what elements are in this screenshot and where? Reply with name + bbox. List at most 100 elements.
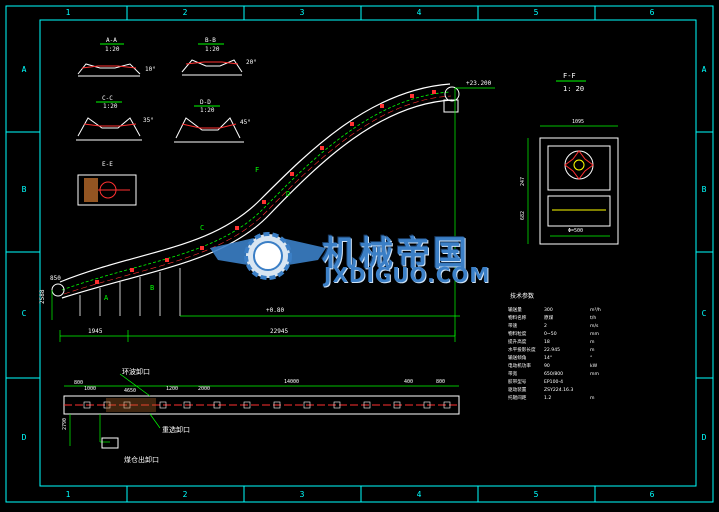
view-ff-scale: 1: 20 (563, 85, 584, 93)
dim-side-label: 2588 (39, 289, 46, 304)
param-unit-5: m (590, 348, 595, 353)
view-cc-scale: 1:20 (103, 103, 118, 110)
outer-frame (5, 5, 714, 503)
plan-view: 800 1000 4650 14000 1200 2000 400 800 27… (62, 367, 460, 464)
col-label-5: 5 (534, 8, 539, 17)
param-name-4: 提升高度 (508, 338, 527, 345)
label-outlet-mid: 重选卸口 (162, 425, 190, 434)
param-unit-6: ° (590, 355, 592, 361)
view-bb-scale: 1:20 (205, 46, 220, 53)
param-unit-1: t/h (590, 315, 596, 321)
param-unit-0: m³/h (590, 307, 601, 313)
section-mark-b: B (150, 284, 154, 292)
plan-dim-8: 800 (436, 379, 445, 385)
param-unit-3: mm (590, 332, 599, 337)
param-value-7: 90 (544, 363, 550, 369)
param-value-11: 1.2 (544, 395, 551, 401)
label-outlet-bottom: 煤仓出卸口 (124, 455, 159, 464)
param-value-9: EP100-4 (544, 379, 563, 385)
section-mark-f: F (255, 166, 259, 174)
conveyor-elevation: +23.200 +0.80 1945 22945 2588 850 A B C … (39, 80, 495, 342)
plan-dim-7: 400 (404, 379, 413, 385)
param-name-5: 水平投影长度 (508, 346, 536, 353)
dim-small-label: 850 (50, 275, 61, 282)
view-aa: A-A 1:20 10° (77, 37, 156, 77)
plan-dim-4: 14000 (284, 379, 299, 385)
col-label-4-bottom: 4 (417, 490, 422, 499)
plan-dim-6: 2000 (198, 386, 210, 392)
col-label-6-bottom: 6 (650, 490, 655, 499)
plan-dim-1: 800 (74, 380, 83, 386)
view-bb-title: B-B (205, 37, 216, 44)
row-label-c: C (22, 309, 27, 318)
ff-frame-inner (547, 145, 611, 191)
param-unit-11: m (590, 396, 595, 401)
param-name-1: 物料名称 (508, 314, 527, 321)
view-dd-angle: 45° (240, 119, 251, 126)
view-dd: D-D 1:20 45° (174, 99, 251, 143)
param-name-11: 托辊间距 (508, 394, 527, 401)
row-label-d-right: D (702, 433, 707, 442)
row-label-d: D (22, 433, 27, 442)
params-title: 技术参数 (510, 292, 534, 300)
col-label-1-bottom: 1 (66, 490, 71, 499)
param-name-10: 驱动装置 (508, 386, 527, 393)
view-ee-title: E-E (102, 161, 113, 168)
param-rows: 输送量 300 m³/h 物料名称 原煤 t/h 带速 2 m/s 物料粒度 0… (508, 306, 601, 401)
watermark-en: JXDIGUO.COM (324, 263, 491, 287)
view-cc-angle: 35° (143, 117, 154, 124)
view-ee: E-E (77, 161, 137, 206)
ff-dim-left2: 682 (520, 211, 526, 220)
param-unit-4: m (590, 340, 595, 345)
param-name-3: 物料粒度 (508, 330, 527, 337)
head-chute (443, 99, 459, 113)
view-ff: F-F 1: 20 1095 247 682 Φ=500 (520, 72, 619, 245)
param-value-2: 2 (544, 323, 547, 329)
col-label-2-bottom: 2 (183, 490, 188, 499)
belt-outer-curve (59, 83, 451, 283)
dim-left-label: 1945 (88, 328, 103, 335)
view-aa-scale: 1:20 (105, 46, 120, 53)
zone-ticks (6, 6, 713, 502)
zone-labels: 1 2 3 4 5 6 A B C D A B C D 1 2 3 4 5 6 (22, 8, 707, 499)
view-bb-angle: 20° (246, 59, 257, 66)
param-value-5: 22.945 (544, 347, 560, 353)
view-ff-title: F-F (563, 72, 576, 80)
ff-dim-inner: Φ=500 (568, 228, 583, 234)
ff-dim-top: 1095 (572, 119, 584, 125)
elevation-dimensions (51, 87, 495, 342)
param-name-0: 输送量 (508, 306, 522, 313)
head-pulley (444, 86, 460, 102)
col-label-2: 2 (183, 8, 188, 17)
param-value-1: 原煤 (544, 314, 554, 321)
row-label-b: B (22, 185, 27, 194)
param-name-9: 胶带型号 (508, 378, 527, 385)
belt-inner-curve (61, 99, 453, 299)
view-cc-title: C-C (102, 95, 113, 102)
label-outlet-top: 环波卸口 (122, 367, 150, 376)
view-cc: C-C 1:20 35° (76, 95, 154, 141)
view-dd-scale: 1:20 (200, 107, 215, 114)
param-value-6: 14° (544, 355, 552, 361)
section-mark-d: D (286, 190, 290, 198)
view-bb: B-B 1:20 20° (181, 37, 257, 76)
param-value-3: 0~50 (544, 331, 557, 337)
dim-total-label: 22945 (270, 328, 288, 335)
plan-dim-2: 1000 (84, 386, 96, 392)
section-mark-c: C (200, 224, 204, 232)
param-unit-7: kW (590, 363, 598, 369)
row-label-c-right: C (702, 309, 707, 318)
ff-dim-left1: 247 (520, 177, 526, 186)
bottom-level-label: +0.80 (266, 307, 284, 314)
plan-dim-5: 1200 (166, 386, 178, 392)
param-name-6: 输送倾角 (508, 354, 527, 361)
row-label-a: A (22, 65, 27, 74)
inner-frame (39, 19, 697, 487)
params-table: 技术参数 输送量 300 m³/h 物料名称 原煤 t/h 带速 2 m/s 物… (508, 292, 601, 401)
param-unit-2: m/s (590, 323, 599, 329)
bottom-outlet (101, 437, 119, 449)
top-level-label: +23.200 (466, 80, 492, 87)
plan-dim-3: 4650 (124, 388, 136, 394)
row-label-b-right: B (702, 185, 707, 194)
